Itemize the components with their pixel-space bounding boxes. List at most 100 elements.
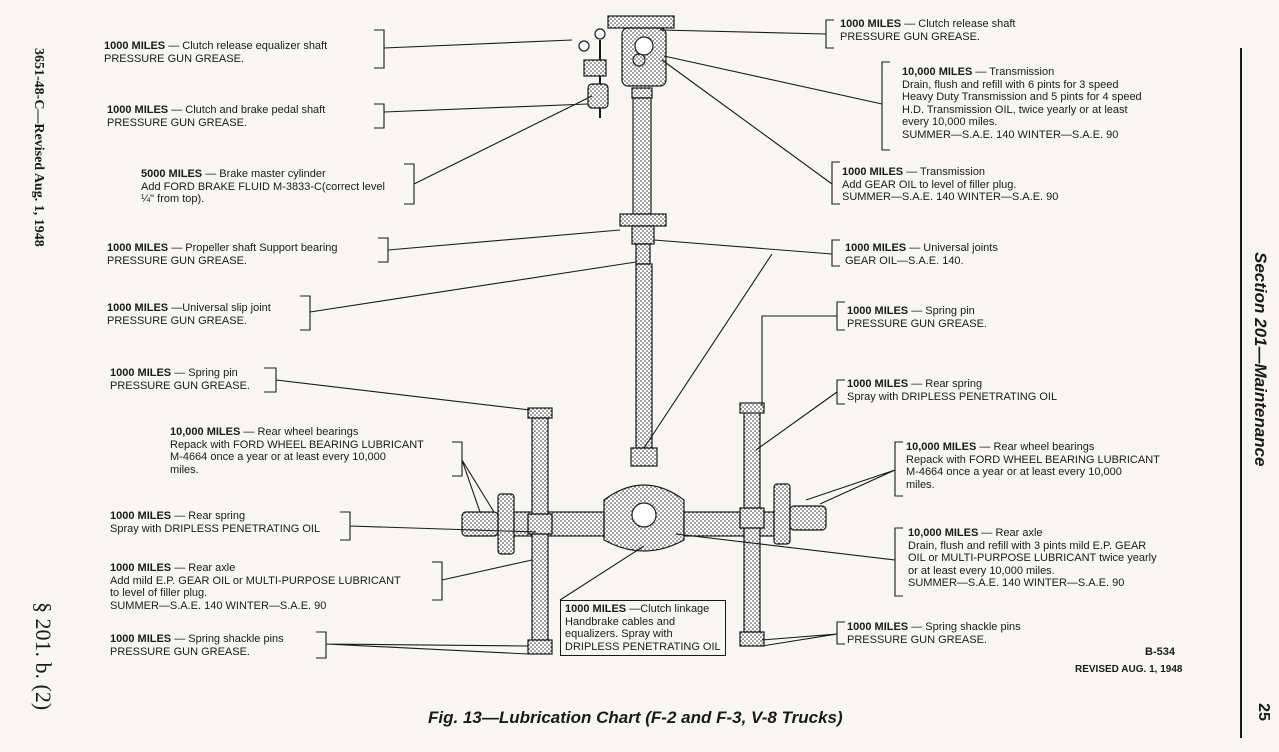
label-line: M-4664 once a year or at least every 10,… [906,466,1122,478]
section-title: Section 201—Maintenance [1251,252,1270,467]
revised-date: REVISED AUG. 1, 1948 [1075,664,1183,675]
label-line: Spray with DRIPLESS PENETRATING OIL [847,390,1058,403]
label-line: 1000 MILES — Rear spring [110,510,246,522]
propeller-shaft-lower [635,263,653,451]
mileage-interval: 1000 MILES [104,40,166,52]
label-line: miles. [170,463,199,476]
clutch-housing [607,15,675,29]
label-line: 1000 MILES —Universal slip joint [107,302,271,314]
label-line: 10,000 MILES — Transmission [902,66,1055,78]
mileage-interval: 5000 MILES [141,168,203,180]
label-line: 1000 MILES — Rear axle [110,562,236,574]
label-line: PRESSURE GUN GREASE. [104,52,244,65]
label-line: 1000 MILES — Spring shackle pins [110,633,284,645]
label-line: Add mild E.P. GEAR OIL or MULTI-PURPOSE … [110,574,401,587]
label-line: PRESSURE GUN GREASE. [107,314,247,327]
label-line: PRESSURE GUN GREASE. [107,254,247,267]
margin-rule [1240,48,1242,738]
leader-lines [264,19,903,659]
mileage-interval: 1000 MILES [847,621,909,633]
label-line: DRIPLESS PENETRATING OIL [565,640,721,653]
label-line: SUMMER—S.A.E. 140 WINTER—S.A.E. 90 [110,599,327,612]
mileage-interval: 1000 MILES [110,633,172,645]
label-line: PRESSURE GUN GREASE. [840,30,980,43]
label-line: 10,000 MILES — Rear wheel bearings [906,441,1095,453]
mileage-interval: 1000 MILES [840,18,902,30]
mileage-interval: 10,000 MILES [170,426,241,438]
mileage-interval: 1000 MILES [842,166,904,178]
label-line: SUMMER—S.A.E. 140 WINTER—S.A.E. 90 [902,128,1119,141]
label-line: 1000 MILES — Rear spring [847,378,983,390]
mileage-interval: 1000 MILES [845,242,907,254]
mileage-interval: 10,000 MILES [908,527,979,539]
label-line: 5000 MILES — Brake master cylinder [141,168,326,180]
label-line: 1000 MILES — Spring shackle pins [847,621,1021,633]
label-line: equalizers. Spray with [565,628,673,640]
label-line: 10,000 MILES — Rear wheel bearings [170,426,359,438]
label-line: ¼" from top). [141,193,205,205]
label-line: miles. [906,478,935,491]
mileage-interval: 1000 MILES [110,510,172,522]
label-line: PRESSURE GUN GREASE. [847,633,987,646]
label-line: 10,000 MILES — Rear axle [908,527,1043,539]
mileage-interval: 10,000 MILES [902,66,973,78]
drawing-code: B-534 [1145,646,1175,658]
label-line: 1000 MILES — Clutch release shaft [840,18,1016,30]
label-line: Heavy Duty Transmission and 5 pints for … [902,91,1142,103]
label-line: Drain, flush and refill with 3 pints mil… [908,539,1147,552]
side-section-ref: § 201. b. (2) [31,602,56,711]
master-cylinder [587,83,609,109]
page-number: 25 [1254,703,1272,721]
label-line: Spray with DRIPLESS PENETRATING OIL [110,522,321,535]
label-line: 1000 MILES — Universal joints [845,242,998,254]
label-line: SUMMER—S.A.E. 140 WINTER—S.A.E. 90 [908,577,1125,589]
label-line: GEAR OIL—S.A.E. 140. [845,254,964,267]
mileage-interval: 1000 MILES [565,603,627,615]
label-line: PRESSURE GUN GREASE. [847,317,987,330]
label-line: SUMMER—S.A.E. 140 WINTER—S.A.E. 90 [842,191,1059,203]
mileage-interval: 1000 MILES [847,378,909,390]
label-clutch-brake-pedal: 1000 MILES — Clutch and brake pedal shaf… [107,104,325,129]
mileage-interval: 1000 MILES [107,242,169,254]
label-line: PRESSURE GUN GREASE. [110,379,250,392]
label-line: 1000 MILES — Clutch and brake pedal shaf… [107,104,326,116]
label-line: 1000 MILES — Propeller shaft Support bea… [107,242,338,254]
label-line: Repack with FORD WHEEL BEARING LUBRICANT [906,453,1160,466]
drum-right [773,483,791,545]
label-line: 1000 MILES — Transmission [842,166,986,178]
label-line: Repack with FORD WHEEL BEARING LUBRICANT [170,438,424,451]
label-line: PRESSURE GUN GREASE. [107,116,247,129]
label-line: 1000 MILES — Spring pin [110,367,238,379]
mileage-interval: 1000 MILES [847,305,909,317]
mileage-interval: 10,000 MILES [906,441,977,453]
mileage-interval: 1000 MILES [110,562,172,574]
mileage-interval: 1000 MILES [107,104,169,116]
label-line: 1000 MILES — Spring pin [847,305,975,317]
mileage-interval: 1000 MILES [110,367,172,379]
drum-left [497,493,515,555]
side-revision-note: 3651-48-C—Revised Aug. 1, 1948 [31,48,46,247]
label-line: to level of filler plug. [110,587,208,599]
label-line: OIL or MULTI-PURPOSE LUBRICANT twice yea… [908,552,1157,564]
label-line: PRESSURE GUN GREASE. [110,645,250,658]
label-line: Drain, flush and refill with 6 pints for… [902,78,1119,91]
mileage-interval: 1000 MILES [107,302,169,314]
